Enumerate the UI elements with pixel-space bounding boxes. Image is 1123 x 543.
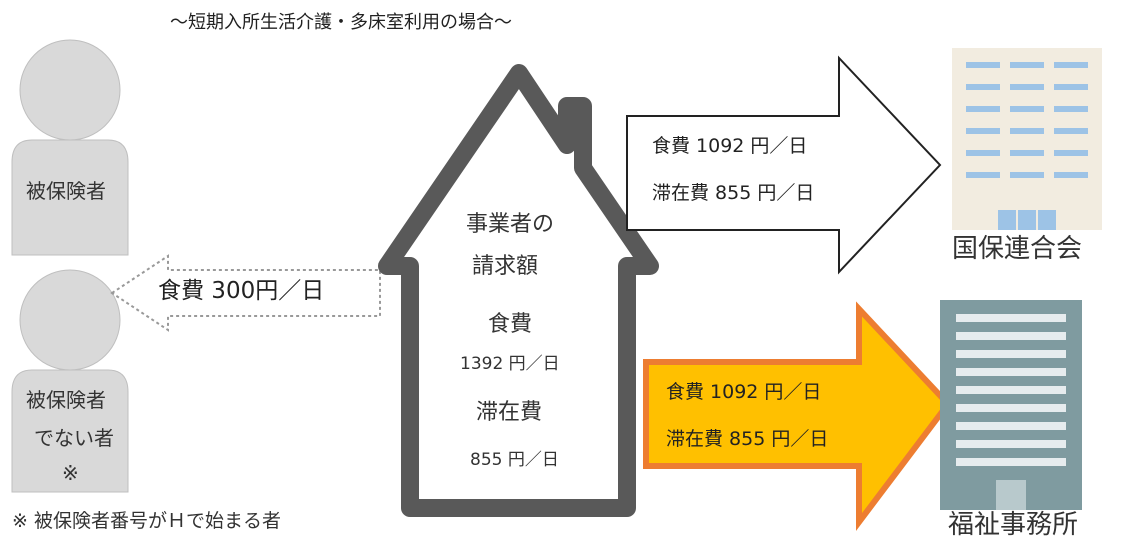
insured-label: 被保険者: [26, 179, 106, 203]
insured-person-icon: [11, 39, 129, 256]
house-heading-line1: 事業者の: [466, 212, 555, 237]
lower-arrow-food: 食費 1092 円／日: [666, 381, 822, 403]
house-heading-line2: 請求額: [472, 254, 539, 279]
upper-arrow-food: 食費 1092 円／日: [652, 135, 808, 157]
non-insured-label-line2: でない者: [34, 426, 114, 450]
lower-claim-arrow: [643, 301, 952, 531]
kokuho-building-icon: [952, 48, 1102, 230]
upper-arrow-stay: 滞在費 855 円／日: [652, 182, 815, 204]
house-food-label: 食費: [488, 312, 533, 337]
house-shape: [378, 64, 659, 517]
house-food-amount: 1392 円／日: [460, 354, 560, 374]
non-insured-person-icon: [11, 269, 129, 493]
house-stay-label: 滞在費: [476, 400, 543, 425]
welfare-building-icon: [940, 300, 1082, 510]
footnote: ※ 被保険者番号がＨで始まる者: [12, 510, 281, 532]
non-insured-label-line3: ※: [62, 461, 79, 485]
welfare-label: 福祉事務所: [948, 510, 1079, 540]
kokuho-label: 国保連合会: [952, 234, 1083, 264]
refund-arrow: [110, 254, 381, 332]
diagram-title: ～短期入所生活介護・多床室利用の場合～: [170, 12, 512, 33]
lower-arrow-stay: 滞在費 855 円／日: [666, 428, 829, 450]
house-stay-amount: 855 円／日: [470, 450, 559, 470]
upper-claim-arrow: [626, 55, 942, 275]
non-insured-label-line1: 被保険者: [26, 388, 106, 412]
refund-arrow-label: 食費 300円／日: [158, 278, 325, 304]
